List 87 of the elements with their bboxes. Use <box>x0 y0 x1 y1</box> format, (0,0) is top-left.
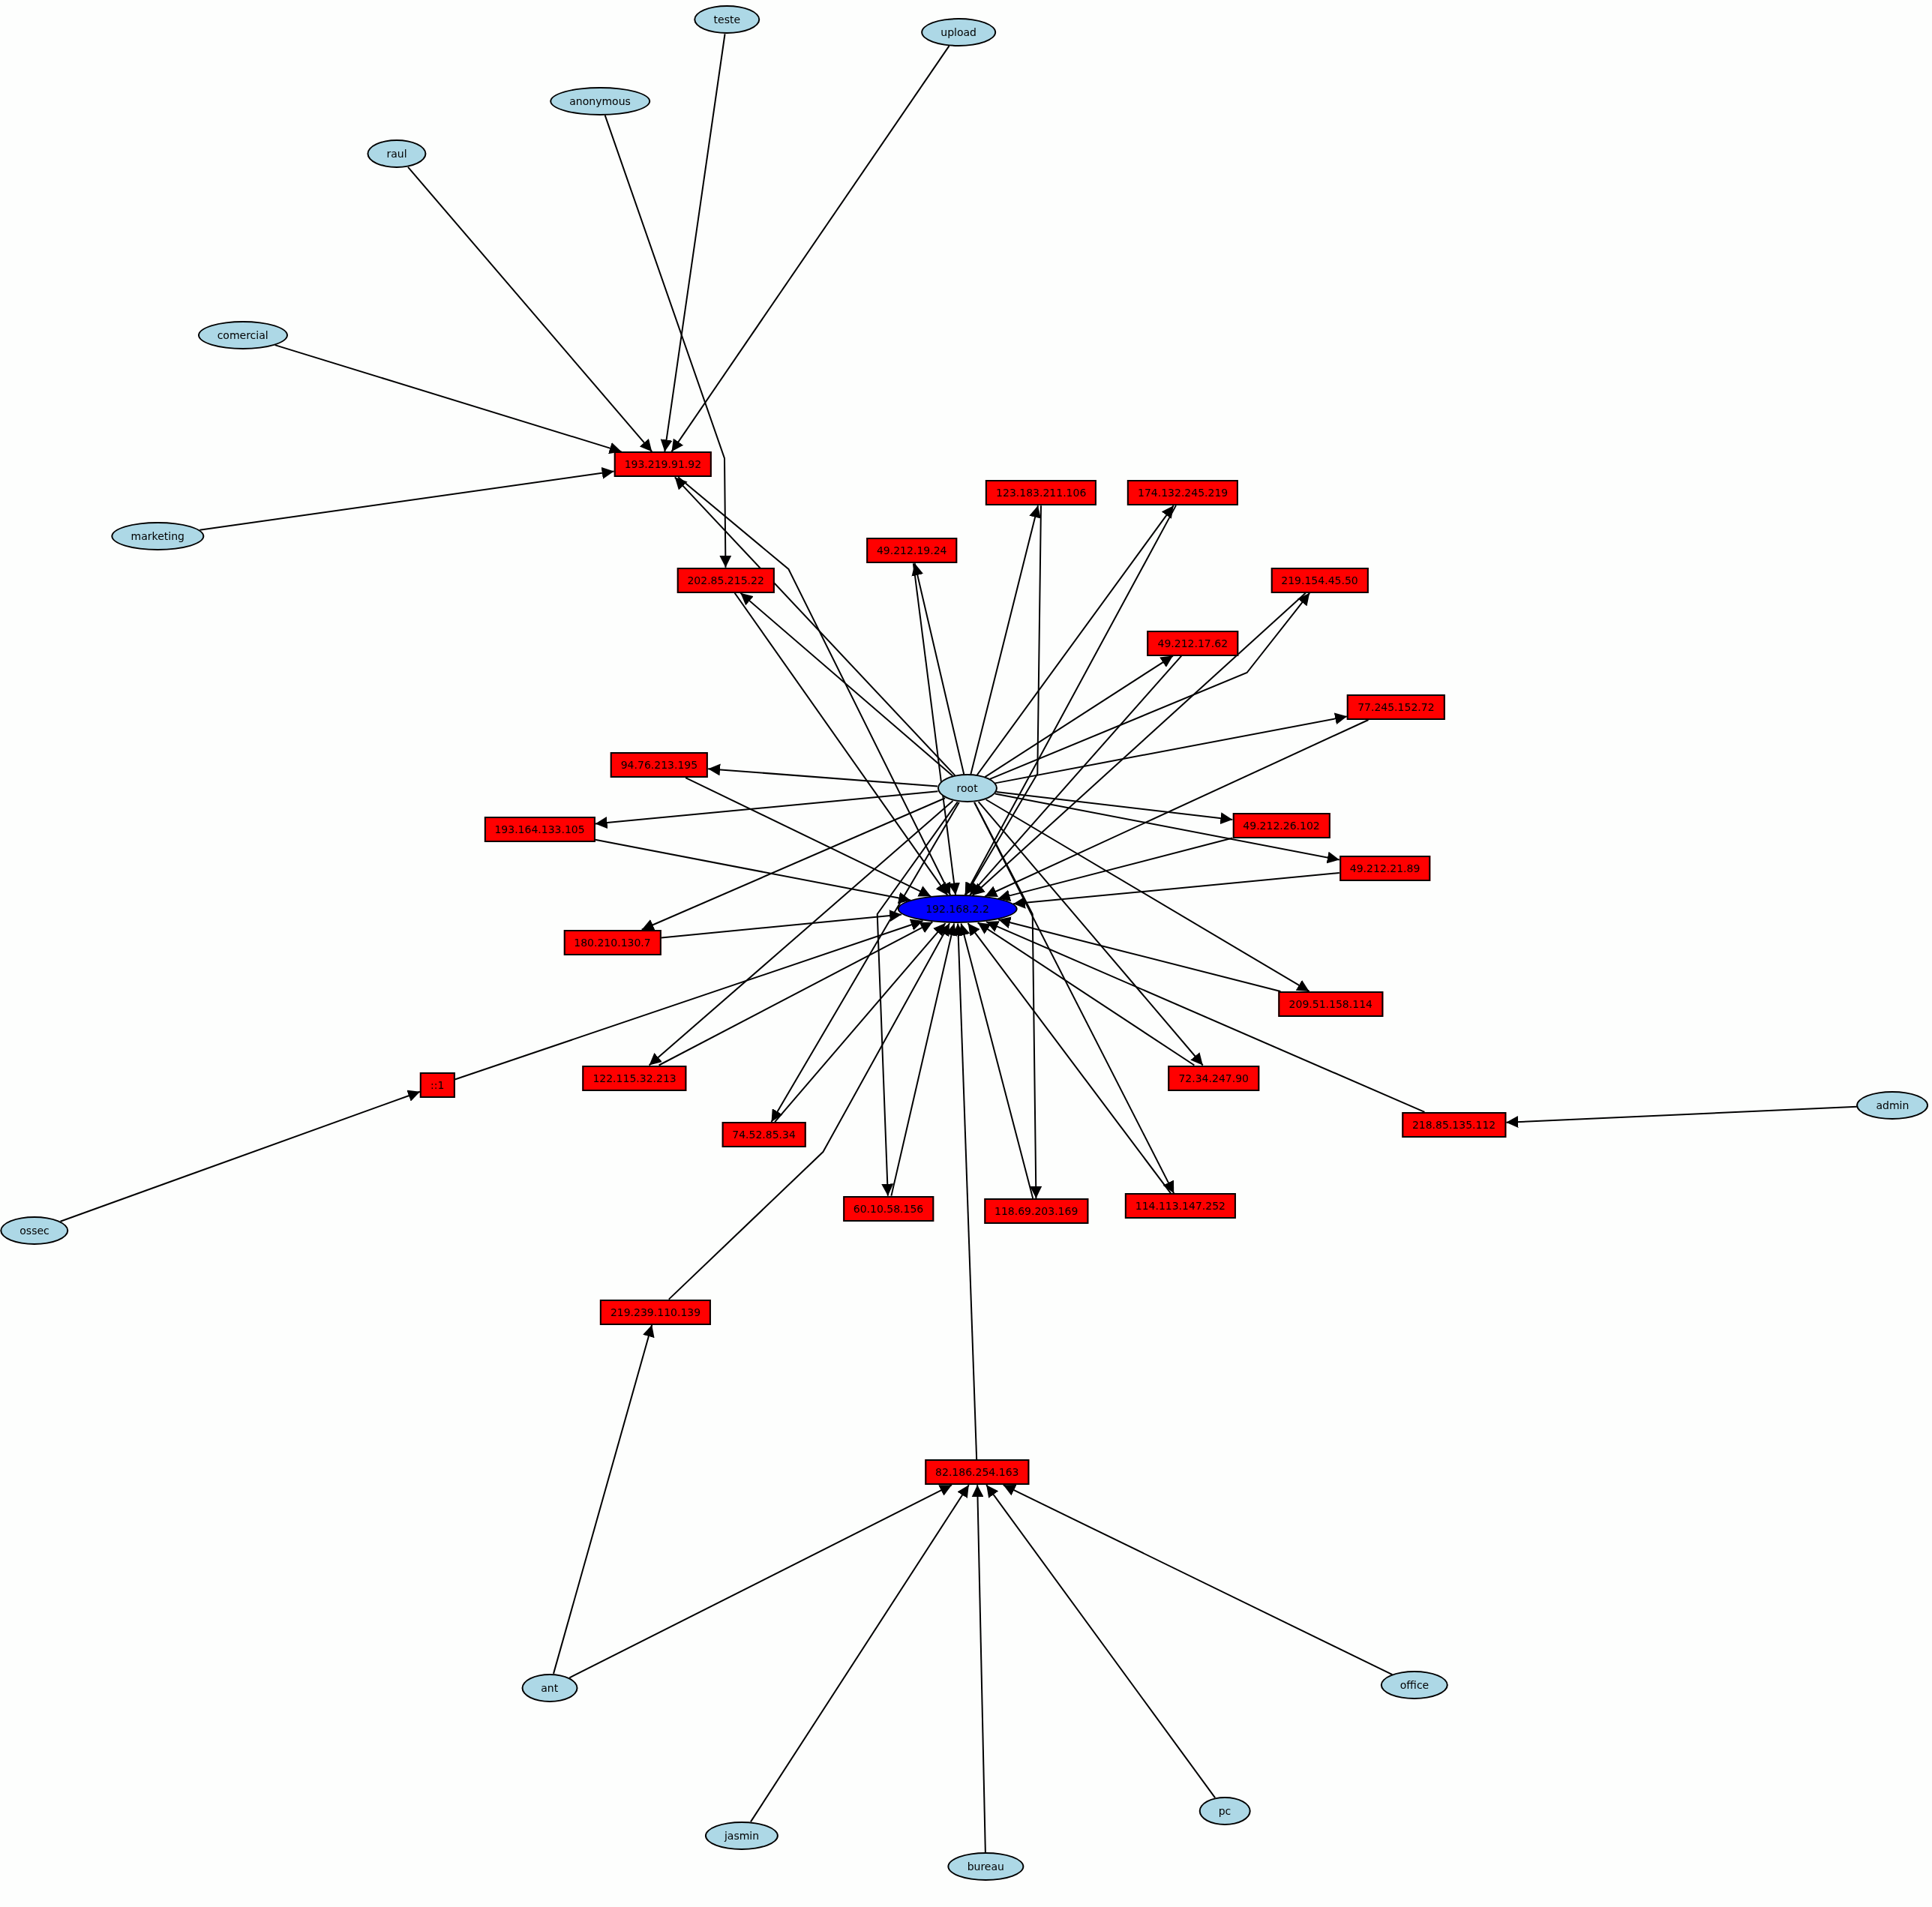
arrow <box>964 505 1042 896</box>
arrow <box>604 114 732 568</box>
ip-box: 193.219.91.92 <box>614 451 712 478</box>
ip-box: 49.212.17.62 <box>1147 630 1239 656</box>
arrow <box>970 505 1041 775</box>
user-ellipse: admin <box>1856 1090 1929 1120</box>
arrow <box>911 562 965 775</box>
arrow <box>274 344 622 454</box>
ip-box: 82.186.254.163 <box>925 1459 1030 1486</box>
arrow <box>660 33 726 453</box>
ip-box: 209.51.158.114 <box>1278 991 1383 1017</box>
arrow <box>912 562 960 896</box>
arrow <box>976 505 1174 776</box>
arrow <box>59 1090 422 1222</box>
user-ellipse: upload <box>921 17 996 46</box>
ip-box: 49.212.19.24 <box>866 538 958 564</box>
user-ellipse: marketing <box>111 521 204 550</box>
ip-box: 77.245.152.72 <box>1347 694 1445 720</box>
arrow <box>890 922 958 1197</box>
arrow <box>640 797 946 931</box>
ip-box: 74.52.85.34 <box>722 1122 806 1148</box>
arrow <box>967 922 1172 1195</box>
arrow <box>974 801 1042 1199</box>
ip-box: 60.10.58.156 <box>842 1195 934 1222</box>
user-ellipse: comercial <box>197 320 288 349</box>
arrow <box>199 466 615 531</box>
arrow <box>958 922 1034 1199</box>
arrow <box>971 592 1306 897</box>
user-ellipse: office <box>1380 1671 1449 1700</box>
arrow <box>770 801 960 1123</box>
ip-box: 114.113.147.252 <box>1124 1193 1236 1219</box>
ip-box: 118.69.203.169 <box>983 1198 1089 1224</box>
user-ellipse: pc <box>1198 1797 1251 1825</box>
arrow <box>985 799 1310 992</box>
target-ellipse: 192.168.2.2 <box>897 895 1018 924</box>
arrow <box>876 801 958 1197</box>
ip-box: 218.85.135.112 <box>1401 1111 1507 1138</box>
arrow <box>995 791 1234 825</box>
arrow <box>660 910 903 939</box>
ip-box: 219.154.45.50 <box>1270 567 1369 593</box>
arrow <box>952 922 978 1461</box>
arrow <box>594 838 912 904</box>
arrow <box>568 1484 953 1679</box>
user-ellipse: bureau <box>947 1852 1024 1881</box>
user-ellipse: ossec <box>0 1216 69 1246</box>
arrow <box>594 790 939 829</box>
arrow <box>971 1484 986 1853</box>
arrow <box>1002 1484 1394 1676</box>
arrow <box>997 837 1234 902</box>
user-ellipse: raul <box>367 139 427 169</box>
ip-box: 49.212.21.89 <box>1339 856 1431 882</box>
arrow <box>749 1484 970 1823</box>
arrow <box>984 655 1174 778</box>
arrow <box>974 801 1175 1195</box>
arrow <box>677 476 952 896</box>
arrow <box>964 505 1177 896</box>
ip-box: ::1 <box>420 1072 455 1099</box>
arrow <box>1505 1105 1858 1129</box>
user-ellipse: anonymous <box>550 86 650 115</box>
arrow <box>986 1484 1216 1799</box>
arrow <box>968 655 1183 896</box>
arrow <box>707 763 939 787</box>
arrow <box>988 592 1311 780</box>
arrow <box>977 801 1204 1066</box>
arrow <box>553 1324 655 1675</box>
user-ellipse: teste <box>694 5 760 34</box>
arrow <box>668 922 951 1300</box>
ip-box: 123.183.211.106 <box>986 480 1097 506</box>
arrow <box>998 916 1282 992</box>
ip-box: 72.34.247.90 <box>1168 1065 1259 1091</box>
arrow <box>774 922 946 1123</box>
arrow <box>454 919 924 1081</box>
ip-box: 219.239.110.139 <box>599 1299 712 1325</box>
ip-box: 122.115.32.213 <box>582 1065 687 1091</box>
arrow <box>1012 872 1340 909</box>
user-ellipse: root <box>937 774 998 803</box>
ip-box: 174.132.245.219 <box>1127 480 1239 506</box>
arrow <box>670 45 950 453</box>
user-ellipse: jasmin <box>704 1821 779 1850</box>
ip-box: 202.85.215.22 <box>676 567 775 593</box>
user-ellipse: ant <box>521 1673 578 1702</box>
arrow <box>734 592 949 896</box>
ip-box: 94.76.213.195 <box>610 752 709 778</box>
ip-box: 49.212.26.102 <box>1232 812 1330 838</box>
ip-box: 193.164.133.105 <box>484 816 596 842</box>
ip-box: 180.210.130.7 <box>563 929 662 955</box>
arrow <box>976 922 1196 1066</box>
